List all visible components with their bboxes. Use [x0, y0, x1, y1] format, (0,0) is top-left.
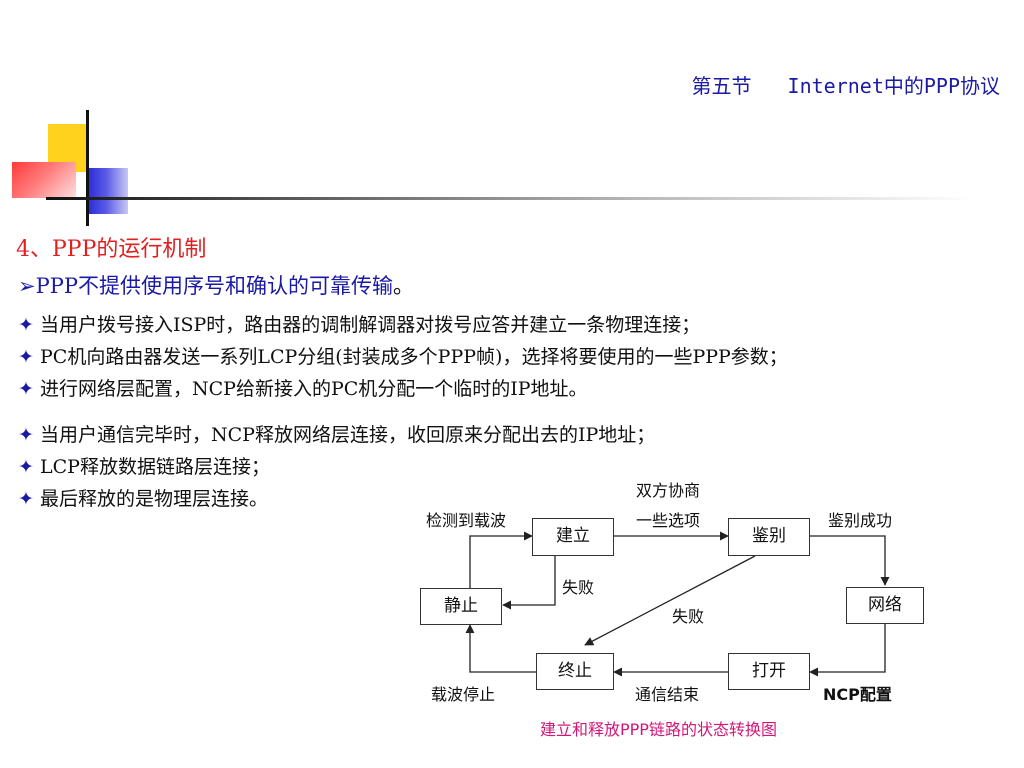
star-bullet-icon: ✦ — [18, 346, 34, 368]
logo-blue-square — [88, 168, 128, 214]
label-negotiate-line2: 一些选项 — [636, 511, 701, 530]
star-bullet-icon: ✦ — [18, 456, 34, 478]
state-idle: 静止 — [420, 588, 502, 625]
state-terminate: 终止 — [536, 653, 614, 690]
bullet-item: ✦ PC机向路由器发送一系列LCP分组(封装成多个PPP帧)，选择将要使用的一些P… — [18, 342, 788, 369]
label-comm-end: 通信结束 — [635, 685, 700, 704]
slide-header: 第五节 Internet中的PPP协议 — [560, 70, 1000, 99]
state-network: 网络 — [846, 587, 924, 624]
label-auth-success: 鉴别成功 — [828, 511, 893, 530]
label-carrier-detected: 检测到载波 — [426, 511, 507, 530]
state-authenticate: 鉴别 — [728, 518, 810, 556]
bullet-text: 进行网络层配置，NCP给新接入的PC机分配一个临时的IP地址。 — [40, 378, 588, 400]
logo-vertical-line — [86, 110, 89, 226]
key-point: ➢PPP不提供使用序号和确认的可靠传输。 — [18, 270, 414, 300]
header-title: Internet中的PPP协议 — [787, 74, 1000, 98]
label-auth-failure: 失败 — [672, 607, 705, 626]
diagram-caption: 建立和释放PPP链路的状态转换图 — [540, 720, 777, 739]
bullet-item: ✦ LCP释放数据链路层连接； — [18, 452, 270, 479]
label-negotiate-line1: 双方协商 — [636, 481, 701, 500]
key-point-tail: 。 — [393, 274, 414, 298]
star-bullet-icon: ✦ — [18, 314, 34, 336]
label-ncp-config: NCP配置 — [823, 685, 892, 704]
arrow-idle-to-establish — [469, 531, 533, 588]
bullet-text: LCP释放数据链路层连接； — [40, 456, 270, 478]
key-point-text: PPP不提供使用序号和确认的可靠传输 — [35, 274, 393, 298]
arrow-authenticate-to-network — [810, 535, 890, 586]
bullet-item: ✦ 进行网络层配置，NCP给新接入的PC机分配一个临时的IP地址。 — [18, 374, 588, 401]
label-establish-failure: 失败 — [562, 578, 595, 597]
bullet-item: ✦ 最后释放的是物理层连接。 — [18, 484, 268, 511]
arrow-network-to-open — [809, 624, 886, 677]
state-establish: 建立 — [532, 518, 614, 556]
arrow-terminate-to-idle — [465, 624, 536, 673]
label-carrier-stop: 载波停止 — [431, 685, 496, 704]
header-section: 第五节 — [691, 74, 752, 98]
arrow-establish-failure-to-idle — [502, 556, 556, 610]
star-bullet-icon: ✦ — [18, 488, 34, 510]
bullet-item: ✦ 当用户拨号接入ISP时，路由器的调制解调器对拨号应答并建立一条物理连接； — [18, 310, 700, 337]
arrow-authenticate-failure-to-terminate — [584, 555, 756, 646]
state-open: 打开 — [728, 653, 810, 690]
bullet-text: 最后释放的是物理层连接。 — [40, 488, 269, 510]
bullet-text: PC机向路由器发送一系列LCP分组(封装成多个PPP帧)，选择将要使用的一些PP… — [40, 346, 788, 368]
logo-red-square — [12, 162, 76, 198]
bullet-text: 当用户拨号接入ISP时，路由器的调制解调器对拨号应答并建立一条物理连接； — [40, 314, 701, 336]
header-divider — [46, 197, 976, 200]
section-title: 4、PPP的运行机制 — [16, 237, 207, 262]
bullet-item: ✦ 当用户通信完毕时，NCP释放网络层连接，收回原来分配出去的IP地址； — [18, 420, 655, 447]
arrow-marker-icon: ➢ — [18, 274, 36, 298]
star-bullet-icon: ✦ — [18, 424, 34, 446]
bullet-text: 当用户通信完毕时，NCP释放网络层连接，收回原来分配出去的IP地址； — [40, 424, 656, 446]
star-bullet-icon: ✦ — [18, 378, 34, 400]
